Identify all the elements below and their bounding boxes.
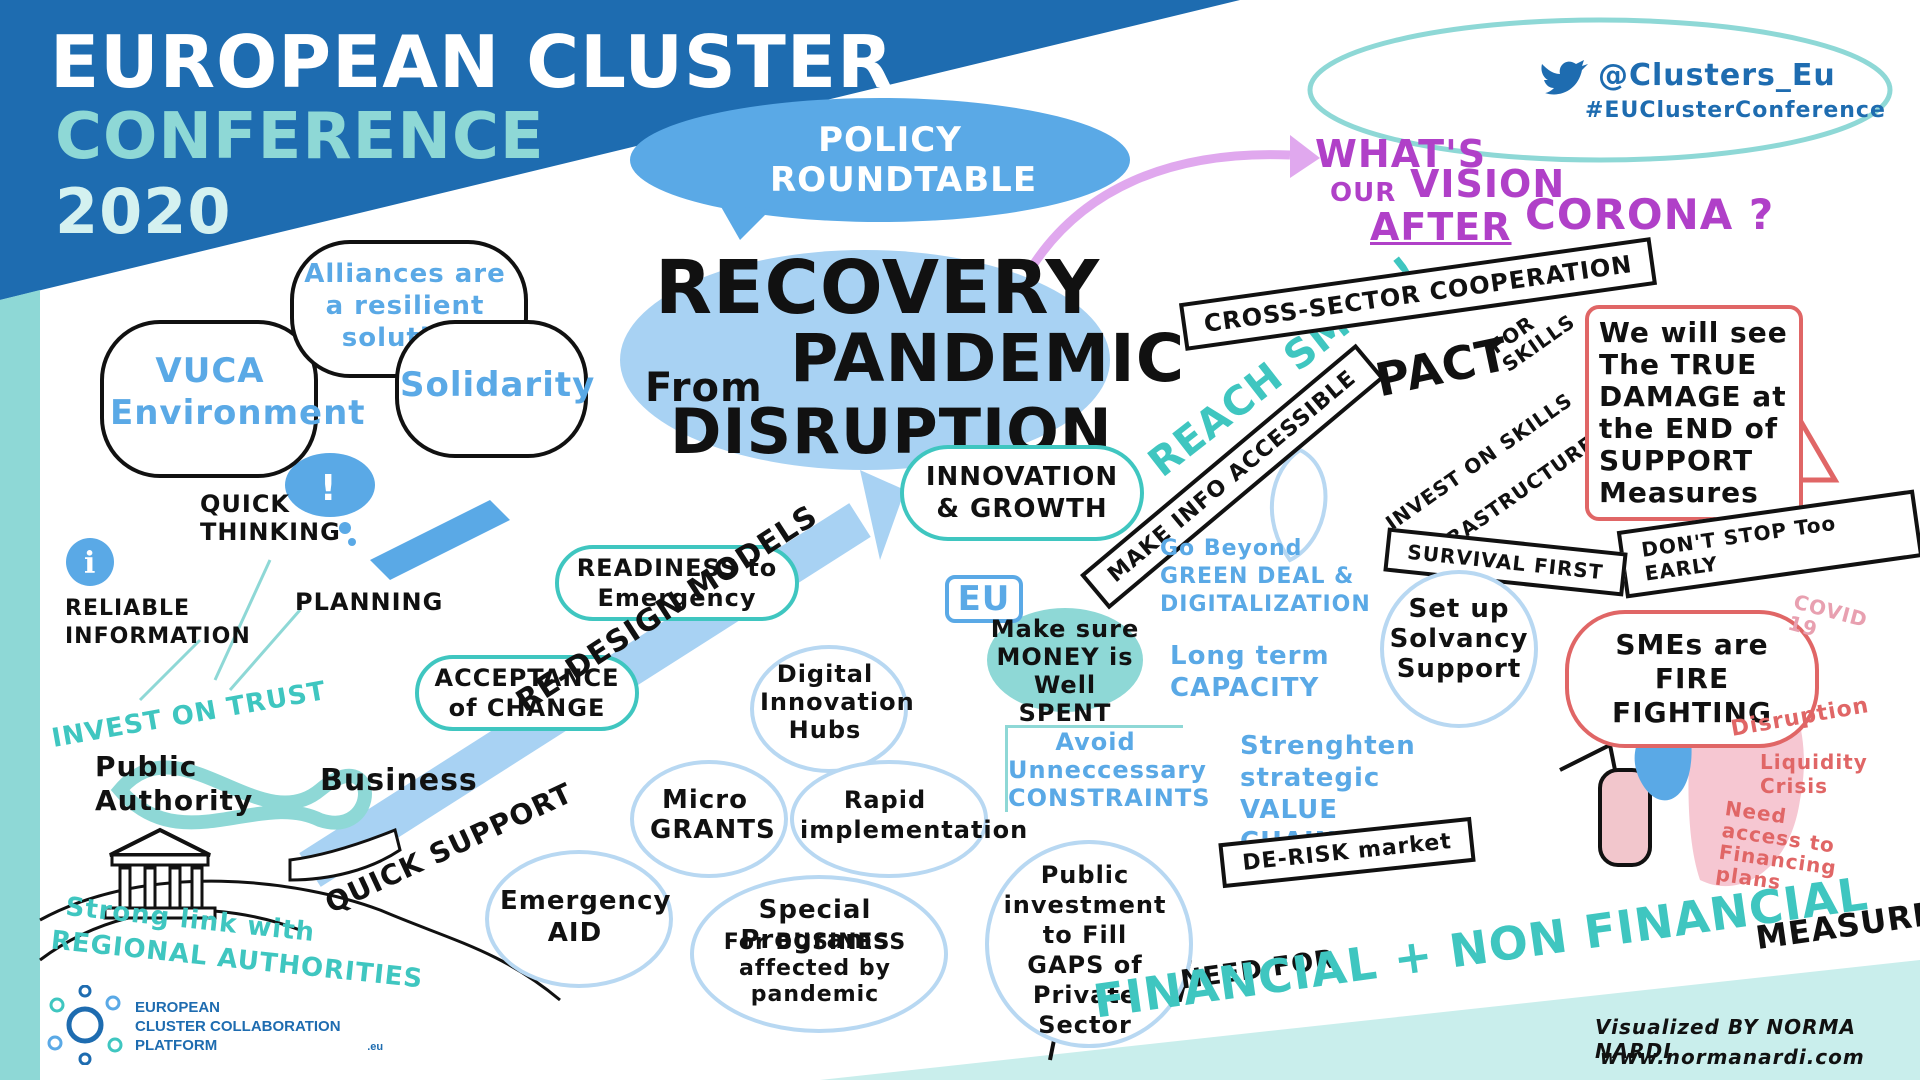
true-damage-box: We will see The TRUE DAMAGE at the END o… <box>1585 305 1803 521</box>
vuca-label: VUCA Environment <box>110 351 366 433</box>
vision-after: AFTER <box>1370 205 1512 249</box>
eccp-logo-icon <box>45 984 125 1070</box>
conference-subtitle: CONFERENCE <box>55 100 545 174</box>
innovation-growth-bubble: INNOVATION & GROWTH <box>900 445 1144 541</box>
alliances-label: Alliances are a resilient solution <box>304 259 506 353</box>
credit-website[interactable]: www.normanardi.com <box>1600 1045 1865 1069</box>
conference-year: 2020 <box>55 175 232 248</box>
vision-line1: WHAT'S <box>1315 132 1487 176</box>
green-deal-label: Go Beyond GREEN DEAL & DIGITALIZATION <box>1160 536 1371 617</box>
liquidity-crisis-label: Liquidity Crisis <box>1760 750 1868 798</box>
long-term-label: Long term CAPACITY <box>1170 641 1330 703</box>
avoid-constraints-label: Avoid Unneccessary CONSTRAINTS <box>1005 725 1209 812</box>
business-label: Business <box>320 763 478 798</box>
smes-fire-fighting-bubble: SMEs are FIRE FIGHTING <box>1565 610 1819 748</box>
reliable-information-label: RELIABLE INFORMATION <box>65 596 251 649</box>
svg-text:i: i <box>84 546 95 581</box>
hand-icon <box>288 827 402 882</box>
credit-author: Visualized BY NORMA NARDI <box>1595 1015 1856 1063</box>
logo-eu: .eu <box>367 1041 384 1053</box>
public-investment-bubble <box>985 840 1193 1048</box>
solidarity-label: Solidarity <box>400 365 596 405</box>
twitter-hashtag[interactable]: #EUClusterConference <box>1585 98 1886 123</box>
leaf-icon <box>1269 447 1328 563</box>
make-sure-money-label: Make sure MONEY is Well SPENT <box>990 615 1140 727</box>
rapid-label: Rapid implementation <box>800 786 1029 844</box>
special-programs-sub: For BUSINESS affected by pandemic <box>723 930 907 1007</box>
logo-line2: CLUSTER COLLABORATION <box>135 1018 341 1035</box>
info-icon <box>66 538 114 586</box>
micro-grants-bubble <box>630 760 788 878</box>
rapid-bubble <box>790 760 988 878</box>
vuca-cloud <box>100 320 318 478</box>
eu-badge: EU <box>945 575 1023 623</box>
main-title-from: From <box>645 365 763 411</box>
acceptance-bubble: ACCEPTANCE of CHANGE <box>415 655 639 731</box>
planning-label: PLANNING <box>295 588 444 616</box>
special-programs-bubble <box>690 875 948 1033</box>
policy-bubble <box>630 98 1130 222</box>
twitter-handle[interactable]: @Clusters_Eu <box>1598 58 1836 93</box>
special-programs-label: Special Programs <box>740 895 890 955</box>
emergency-aid-label: Emergency AID <box>500 886 672 948</box>
vision-our: OUR <box>1330 178 1397 208</box>
quick-thinking-label: QUICK THINKING <box>200 490 341 546</box>
svg-text:!: ! <box>320 468 336 509</box>
bottom-edge-band <box>820 960 1920 1080</box>
vision-corona: CORONA ? <box>1525 190 1775 239</box>
main-title-pandemic: PANDEMIC <box>790 320 1186 397</box>
public-authority-label: Public Authority <box>95 750 254 817</box>
vision-vision: VISION <box>1410 162 1566 206</box>
main-title-recovery: RECOVERY <box>655 245 1101 331</box>
conference-title: EUROPEAN CLUSTER <box>50 20 894 104</box>
left-edge-band <box>0 290 40 1080</box>
solvency-bubble: Set up Solvancy Support <box>1380 570 1538 728</box>
public-investment-label: Public investment to Fill GAPS of Privat… <box>1003 861 1167 1039</box>
eu-money-circle <box>987 608 1143 712</box>
policy-roundtable-label: POLICY ROUNDTABLE <box>770 120 1038 200</box>
planning-arrow-icon <box>370 500 510 580</box>
readiness-bubble: READINESS to Emergency <box>555 545 799 621</box>
header-band <box>0 0 1240 300</box>
micro-grants-label: Micro GRANTS <box>650 785 776 845</box>
emergency-aid-bubble <box>485 850 673 988</box>
fire-extinguisher-icon <box>1559 742 1652 867</box>
title-ellipse <box>620 250 1110 470</box>
exclamation-cloud-icon <box>285 453 375 517</box>
logo-line1: EUROPEAN <box>135 999 221 1016</box>
building-icon <box>103 827 217 920</box>
solidarity-cloud <box>395 320 588 458</box>
digital-hubs-label: Digital Innovation Hubs <box>760 660 915 744</box>
twitter-icon <box>1540 58 1590 107</box>
logo-line3: PLATFORM <box>135 1037 218 1054</box>
